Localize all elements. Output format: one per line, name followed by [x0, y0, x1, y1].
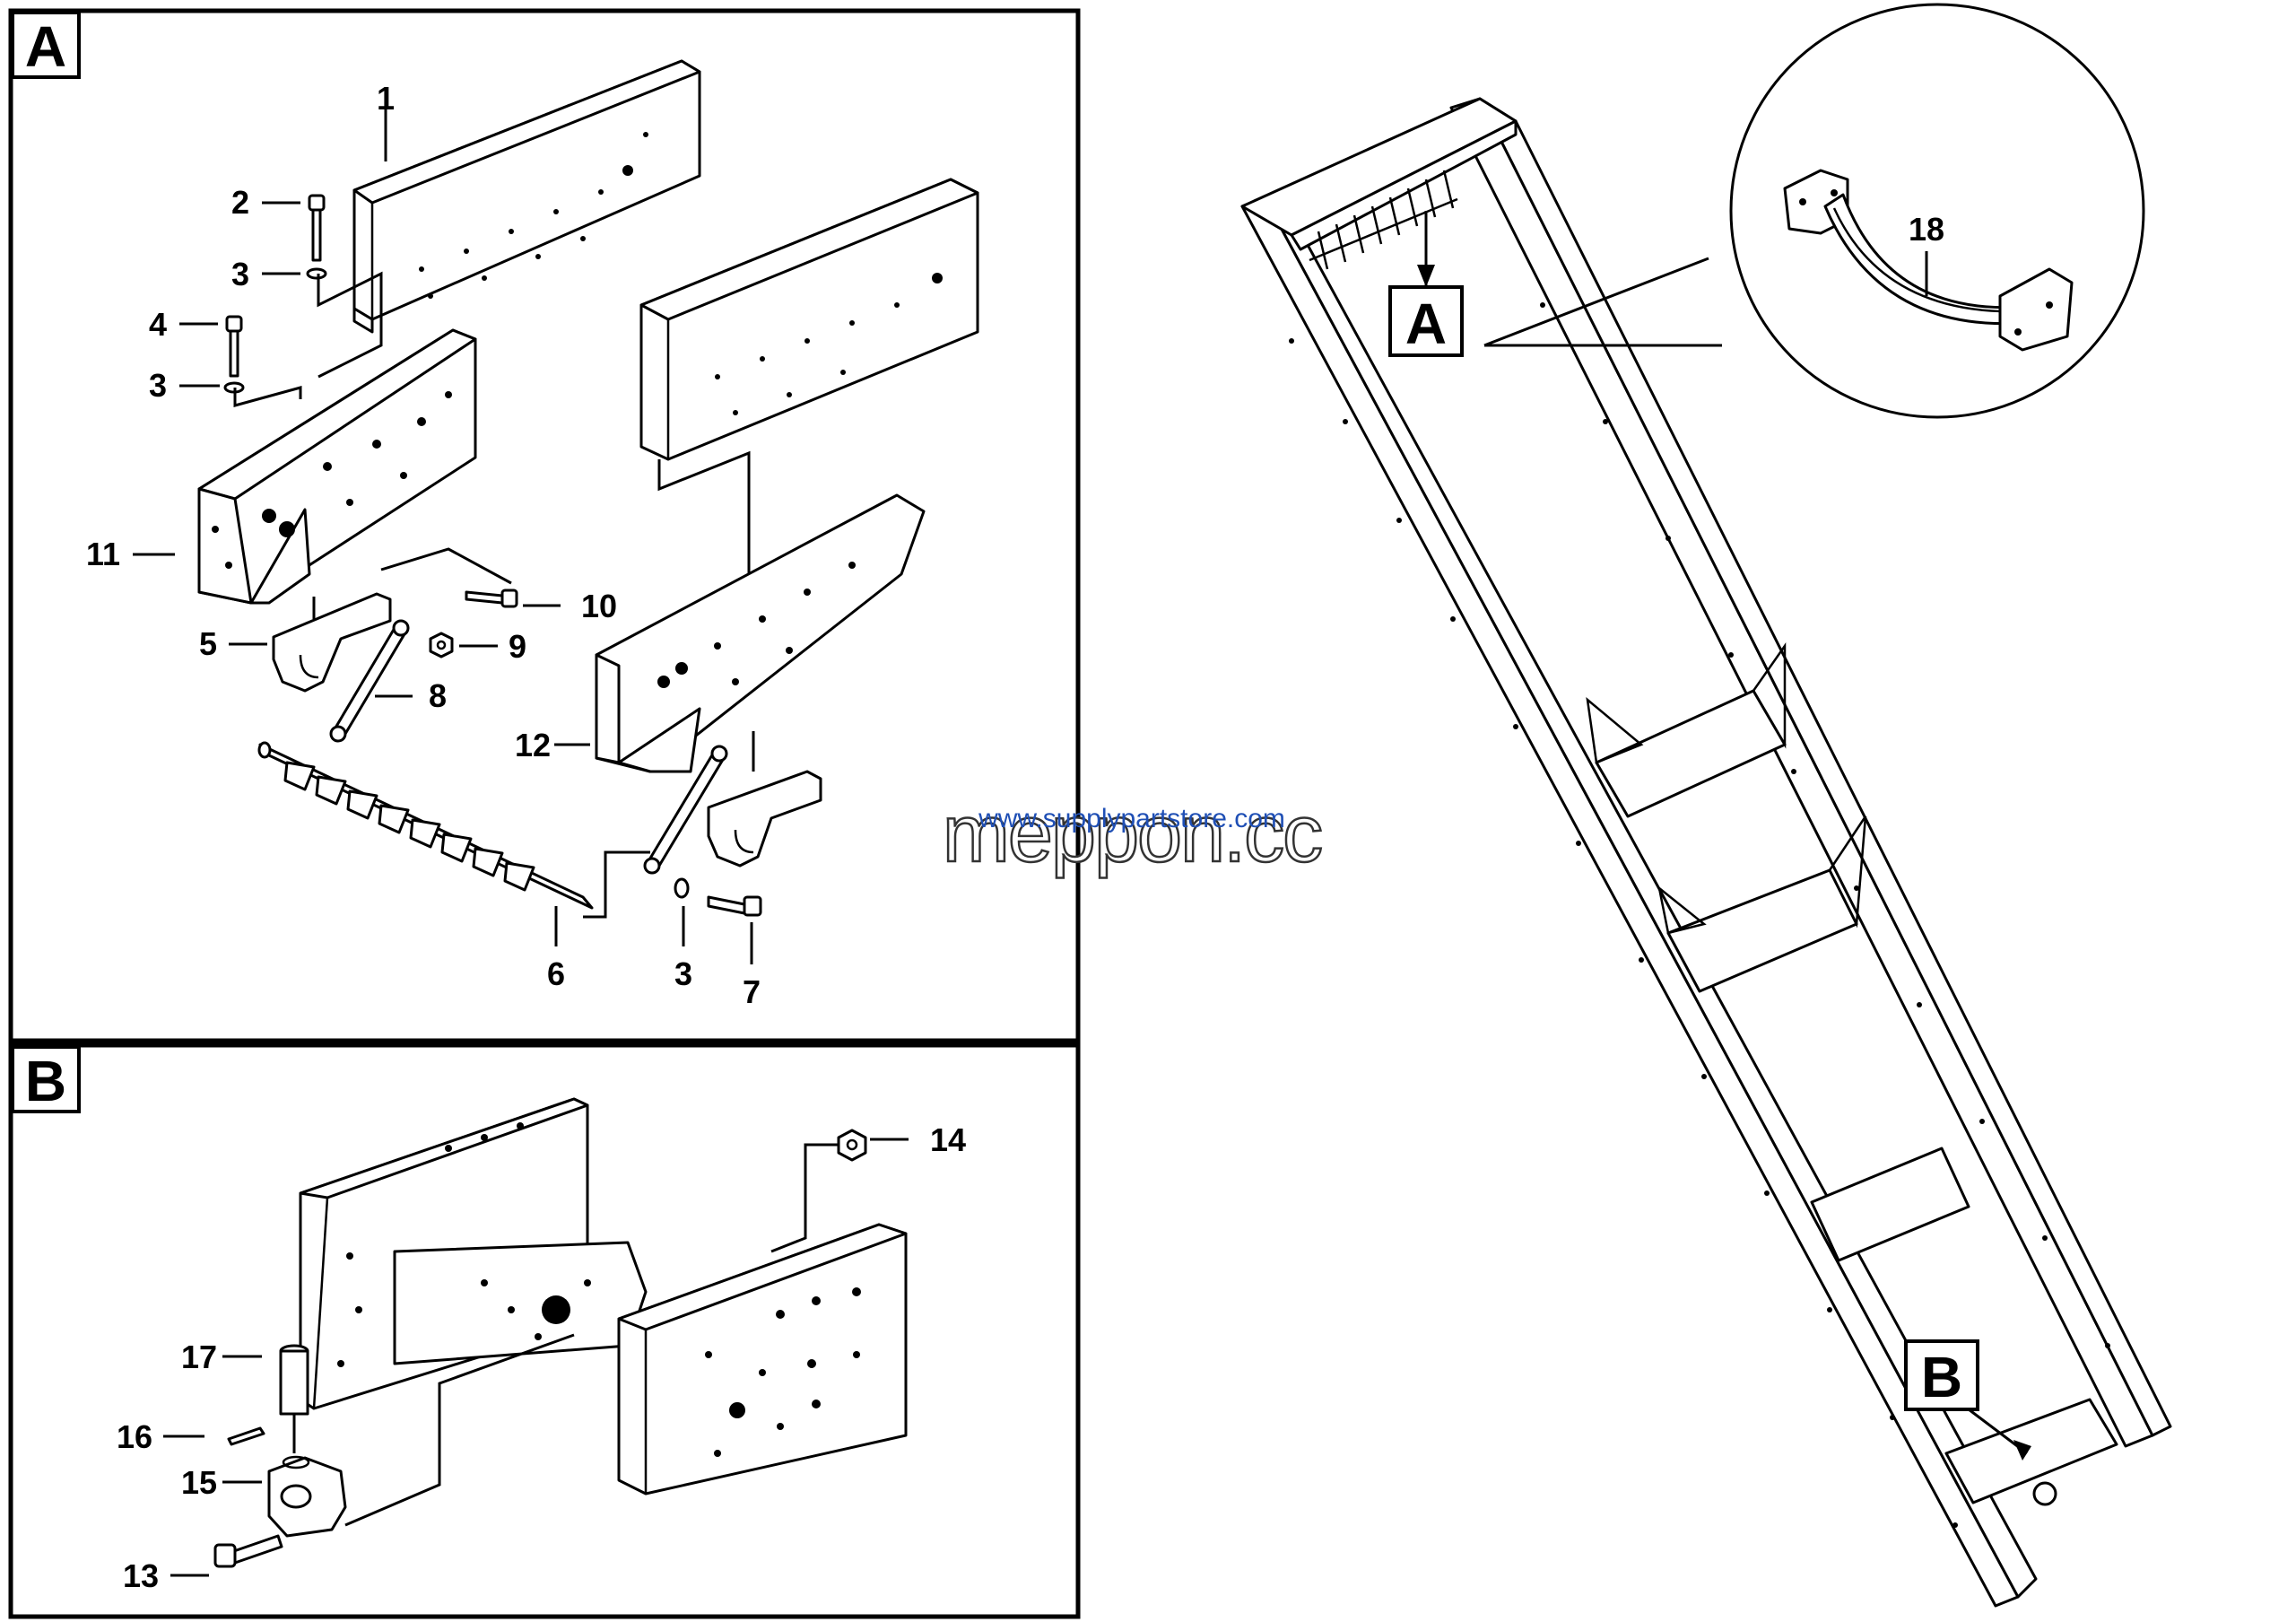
- overview-callout-b: B: [1904, 1339, 2031, 1461]
- nut-part-9: [429, 632, 454, 658]
- part-number-1: 1: [377, 80, 395, 117]
- part-number-16: 16: [117, 1418, 152, 1455]
- rear-frame-member: [299, 1097, 908, 1496]
- leader-lines-b: [163, 1138, 909, 1577]
- bolt-part-2: [306, 194, 327, 280]
- leader-lines-a: [133, 99, 755, 964]
- part-number-14: 14: [930, 1121, 966, 1158]
- panel-b: B: [8, 1042, 1081, 1619]
- bolt-part-4: [223, 315, 245, 394]
- watermark-large: meppon.cc: [943, 789, 1321, 879]
- part-number-3: 3: [231, 256, 249, 292]
- pin-part-17: [279, 1344, 309, 1416]
- detail-circle-18: 18: [1729, 3, 2145, 419]
- part-number-3-c: 3: [674, 955, 692, 992]
- part-number-8: 8: [429, 677, 447, 714]
- rail-part-1: [352, 59, 701, 334]
- panel-a: A: [8, 8, 1081, 1043]
- rail-right: [639, 178, 979, 461]
- bolt-part-13: [213, 1534, 283, 1568]
- hook-part-5: [272, 592, 392, 693]
- part-number-6: 6: [547, 955, 565, 992]
- part-number-10: 10: [581, 588, 617, 624]
- part-number-7: 7: [743, 973, 761, 1010]
- bolt-part-7: [674, 877, 762, 917]
- part-number-13: 13: [123, 1557, 159, 1594]
- overview-callout-a: A: [1388, 211, 1722, 357]
- chassis-overview: A B 18: [1240, 3, 2172, 1608]
- part-number-17: 17: [181, 1339, 217, 1375]
- part-numbers-b: 14 17 16 15 13: [117, 1121, 966, 1594]
- callout-letter-a: A: [1405, 292, 1447, 356]
- bolt-part-10: [465, 589, 518, 608]
- bracket-part-11: [197, 328, 477, 605]
- hook-lower: [643, 745, 822, 875]
- watermark: meppon.cc www.supplypartstore.com: [942, 789, 1325, 881]
- cotter-part-16: [227, 1426, 265, 1446]
- part-number-11: 11: [86, 536, 120, 572]
- front-fingers: [1309, 170, 1458, 270]
- callout-letter-b: B: [1921, 1345, 1962, 1409]
- part-numbers-a: 1 2 3 4 3 11 10 5 9 8 12 6 3 7: [86, 80, 761, 1010]
- link-part-8: [329, 619, 410, 743]
- part-number-18: 18: [1909, 211, 1944, 248]
- panel-a-letter: A: [25, 14, 66, 79]
- part-number-3-b: 3: [149, 367, 167, 404]
- shaft-part-6: [257, 741, 594, 910]
- rivet-dots: [1289, 302, 2110, 1528]
- part-number-4: 4: [149, 306, 167, 343]
- part-number-9: 9: [509, 628, 526, 665]
- bracket-part-12: [595, 493, 926, 773]
- nut-part-14: [837, 1129, 867, 1162]
- panel-b-letter: B: [25, 1049, 66, 1113]
- part-number-15: 15: [181, 1464, 217, 1501]
- clevis-part-15: [267, 1455, 347, 1538]
- part-number-2: 2: [231, 184, 249, 221]
- watermark-small: www.supplypartstore.com: [978, 804, 1285, 833]
- part-number-12: 12: [515, 727, 551, 763]
- part-number-5: 5: [199, 625, 217, 662]
